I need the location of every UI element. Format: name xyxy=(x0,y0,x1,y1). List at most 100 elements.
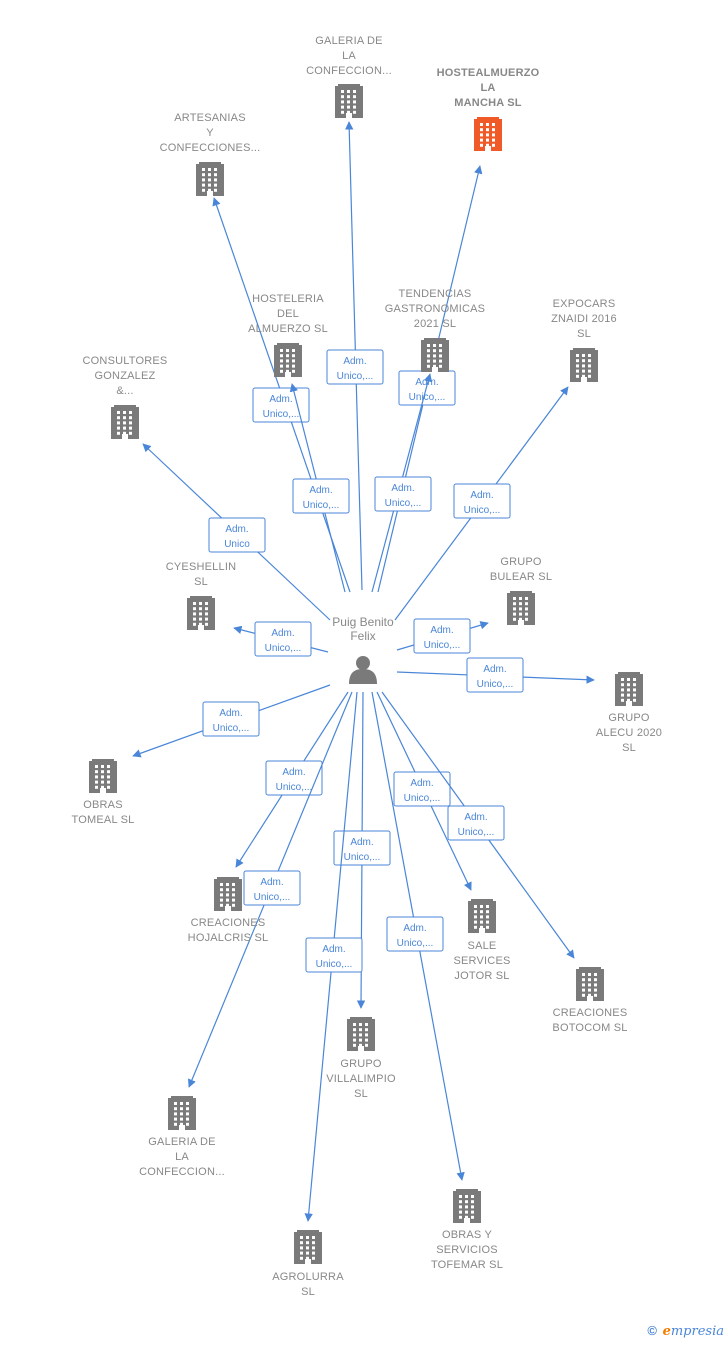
company-name-line-2: Y xyxy=(206,127,214,139)
edge-role-box[interactable] xyxy=(413,618,471,654)
edge-tomeal: Adm. Unico,... xyxy=(132,684,331,758)
building-icon[interactable] xyxy=(187,596,215,630)
edge-role-line-1: Adm. xyxy=(282,767,305,778)
edge-role-line-2: Unico,... xyxy=(254,892,291,903)
company-node-galeria-bottom[interactable]: GALERIA DELACONFECCION... xyxy=(139,1096,225,1178)
edge-role-box[interactable] xyxy=(202,701,260,737)
edge-role-line-2: Unico,... xyxy=(344,852,381,863)
edge-role-box[interactable] xyxy=(265,760,323,796)
company-name-line-2: LA xyxy=(175,1151,189,1163)
edge-hojalcris: Adm.Unico,... xyxy=(235,691,349,868)
edge-role-line-2: Unico,... xyxy=(464,505,501,516)
edge-role-box[interactable] xyxy=(453,483,511,519)
building-icon[interactable] xyxy=(335,84,363,118)
building-icon[interactable] xyxy=(168,1096,196,1130)
building-icon[interactable] xyxy=(474,117,502,151)
company-name-line-1: OBRAS Y xyxy=(442,1229,493,1241)
company-name-line-2: ZNAIDI 2016 xyxy=(551,313,617,325)
edge-role-line-1: Adm. xyxy=(464,812,487,823)
edge-role-box[interactable] xyxy=(305,937,363,973)
building-icon[interactable] xyxy=(274,343,302,377)
company-name-line-3: &... xyxy=(116,385,133,397)
company-name-line-1: CONSULTORES xyxy=(83,355,168,367)
company-name-line-3: 2021 SL xyxy=(414,318,456,330)
edge-role-line-1: Adm. xyxy=(269,394,292,405)
building-icon[interactable] xyxy=(615,672,643,706)
edge-role-box[interactable] xyxy=(208,517,266,553)
company-node-consultores[interactable]: CONSULTORES GONZALEZ &... xyxy=(83,355,168,439)
company-name-line-1: CREACIONES xyxy=(191,917,266,929)
company-node-galeria-top[interactable]: GALERIA DELACONFECCION... xyxy=(306,35,392,118)
edge-role-line-1: Adm. xyxy=(322,944,345,955)
company-name-line-2: GONZALEZ xyxy=(95,370,156,382)
center-person[interactable]: Puig Benito Felix xyxy=(332,615,394,684)
company-name-line-2: SERVICES xyxy=(453,955,510,967)
edge-role-box[interactable] xyxy=(374,476,432,512)
building-icon[interactable] xyxy=(576,967,604,1001)
company-name-line-1: HOSTELERIA xyxy=(252,293,324,305)
company-name-line-1: GRUPO xyxy=(608,712,650,724)
company-name-line-1: AGROLURRA xyxy=(272,1271,344,1283)
building-icon[interactable] xyxy=(89,759,117,793)
company-name-line-3: SL xyxy=(622,742,636,754)
edge-bulear: Adm.Unico,... xyxy=(396,618,489,654)
edge-role-box[interactable] xyxy=(243,870,301,906)
company-node-artesanias[interactable]: ARTESANIASYCONFECCIONES... xyxy=(160,112,261,196)
building-icon[interactable] xyxy=(468,899,496,933)
building-icon[interactable] xyxy=(507,591,535,625)
building-icon[interactable] xyxy=(294,1230,322,1264)
person-icon[interactable] xyxy=(349,656,377,684)
edge-hosteleria: Adm.Unico,... xyxy=(289,383,350,593)
edge-role-line-1: Adm. xyxy=(410,778,433,789)
edges-layer: Adm. Unico,... Adm. Unico,... Adm. Unico,... A… xyxy=(132,121,595,1222)
building-icon[interactable] xyxy=(347,1017,375,1051)
edge-role-line-1: Adm. xyxy=(350,837,373,848)
edge-role-box[interactable] xyxy=(466,657,524,693)
company-name-line-3: TOFEMAR SL xyxy=(431,1259,503,1271)
edge-role-line-1: Adm. xyxy=(470,490,493,501)
building-icon[interactable] xyxy=(196,162,224,196)
edge-role-box[interactable] xyxy=(292,478,350,514)
edge-role-line-2: Unico,... xyxy=(337,371,374,382)
edge-role-line-2: Unico,... xyxy=(213,723,250,734)
edge-role-line-1: Adm. xyxy=(225,524,248,535)
edge-role-box[interactable] xyxy=(386,916,444,952)
company-name-line-2: BOTOCOM SL xyxy=(552,1022,627,1034)
edge-role-line-1: Adm. xyxy=(483,664,506,675)
edge-role-box[interactable] xyxy=(447,805,505,841)
edge-role-box[interactable] xyxy=(393,771,451,807)
edge-role-line-1: Adm. xyxy=(343,356,366,367)
building-icon[interactable] xyxy=(214,877,242,911)
edge-role-line-1: Adm. xyxy=(430,625,453,636)
edge-cyeshellin: Adm.Unico,... xyxy=(233,621,329,657)
building-icon[interactable] xyxy=(111,405,139,439)
edge-role-box[interactable] xyxy=(333,830,391,866)
edge-role-box[interactable] xyxy=(254,621,312,657)
company-name-line-2: LA xyxy=(480,82,495,94)
edge-expocars: Adm. Unico,... xyxy=(394,386,569,621)
company-name-line-2: VILLALIMPIO xyxy=(326,1073,396,1085)
company-name-line-3: CONFECCIONES... xyxy=(160,142,261,154)
edge-role-box[interactable] xyxy=(326,349,384,385)
company-name-line-2: GASTRONOMICAS xyxy=(385,303,485,315)
building-icon[interactable] xyxy=(421,338,449,372)
building-icon[interactable] xyxy=(570,348,598,382)
building-icon[interactable] xyxy=(453,1189,481,1223)
edge-tofemar: Adm.Unico,... xyxy=(371,691,465,1181)
edge-role-line-1: Adm. xyxy=(219,708,242,719)
